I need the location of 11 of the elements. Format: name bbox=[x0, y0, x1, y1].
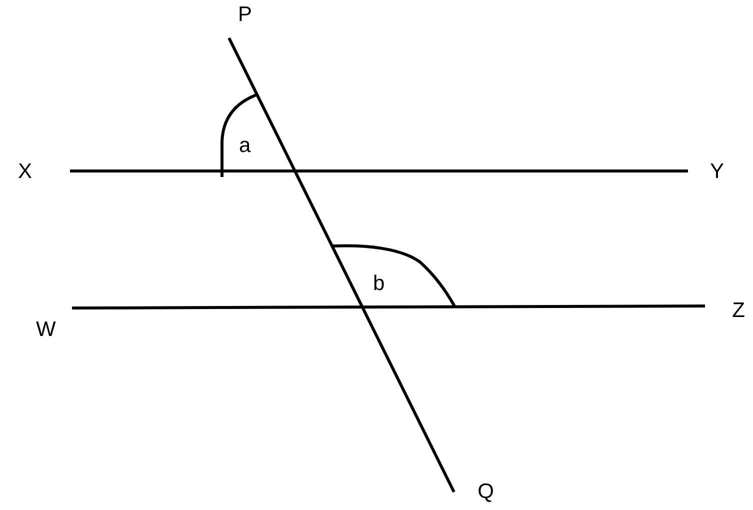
point-label: X bbox=[18, 160, 32, 182]
line bbox=[70, 170, 688, 172]
angle-label: a bbox=[239, 135, 251, 156]
line bbox=[228, 37, 456, 493]
point-label: Q bbox=[478, 480, 494, 502]
angle-label: b bbox=[373, 273, 385, 294]
line bbox=[72, 304, 705, 310]
point-label: P bbox=[238, 4, 252, 25]
point-label: Y bbox=[710, 160, 724, 182]
point-label: Z bbox=[732, 300, 745, 320]
point-label: W bbox=[36, 319, 56, 340]
